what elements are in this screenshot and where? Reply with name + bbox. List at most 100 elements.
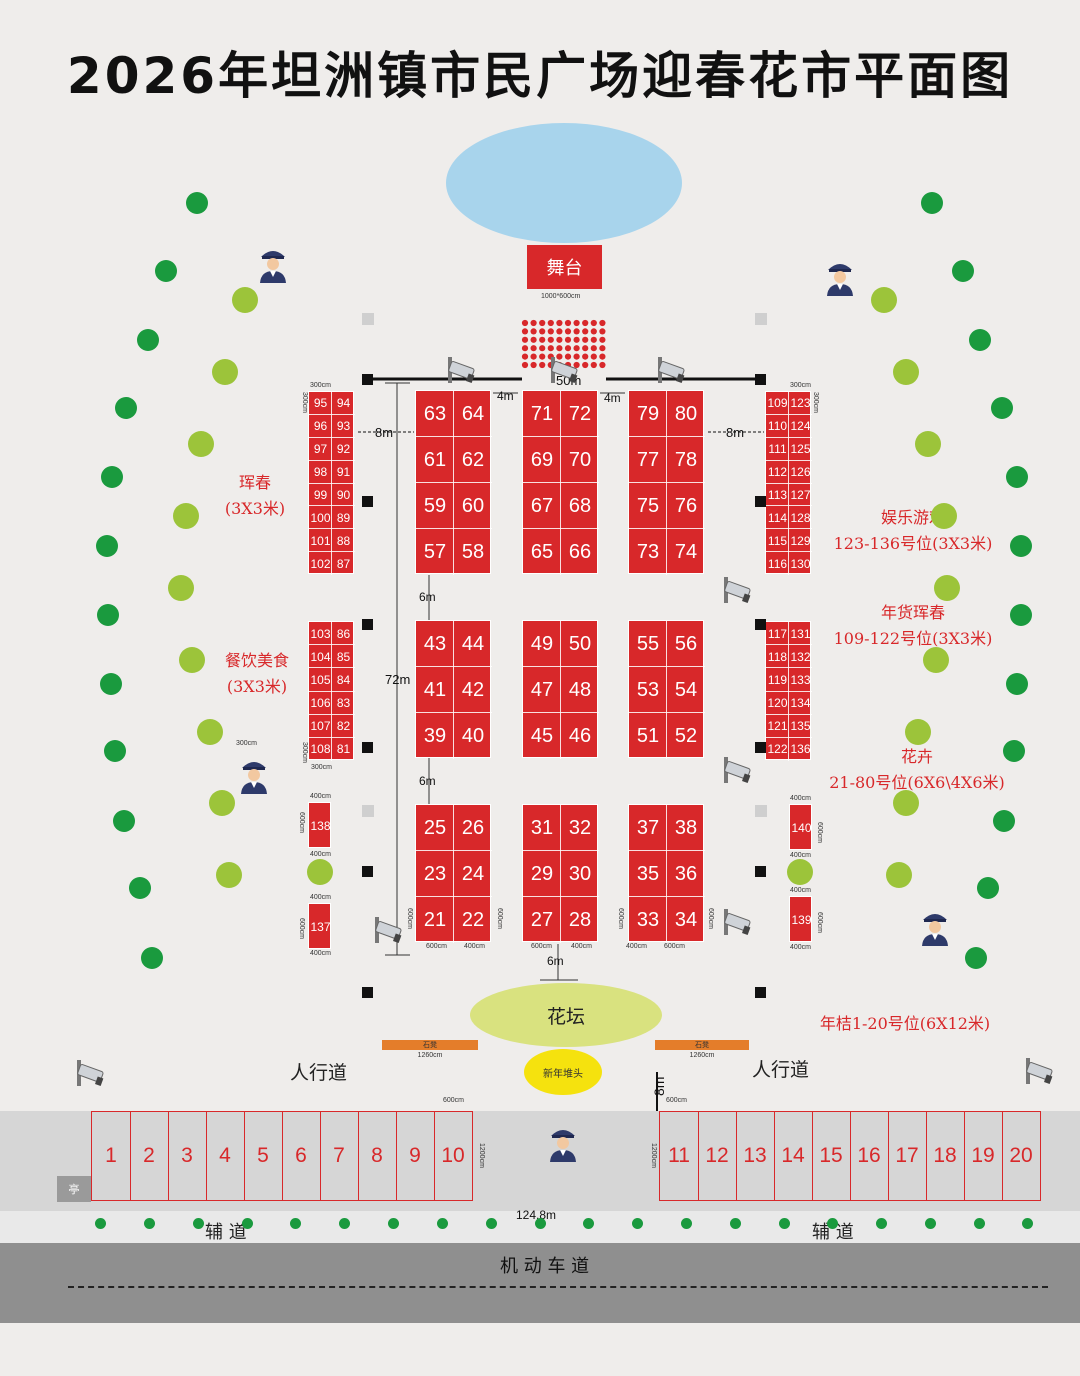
booth-number: 110 [767,419,788,434]
dim-600cm-krow-right: 600cm [666,1097,688,1104]
booth-number: 34 [674,908,698,931]
booth-number: 125 [790,442,811,457]
booth-number: 107 [310,719,331,734]
audience-seat [530,319,537,327]
booth-number: 57 [423,540,447,563]
dim-300cm-bottom-left: 300cm [311,764,333,771]
audience-seat [539,336,546,343]
booth-divider [766,482,812,484]
booth-number: 84 [336,672,351,687]
audience-seat [599,319,606,327]
tree-icon [95,1218,106,1229]
light-post [755,805,767,817]
booth-number: 92 [336,442,351,457]
kumquat-stall: 3 [168,1112,207,1200]
tree-icon [388,1218,399,1229]
bottom-margin [0,1323,1080,1376]
kumquat-stall: 20 [1009,1144,1033,1167]
audience-seat [530,328,537,335]
lane-divider [68,1286,1048,1288]
booth-number: 58 [461,540,485,563]
audience-seat [556,328,563,335]
security-guard-icon [823,256,857,296]
audience-seat [521,336,529,343]
zone-flowers-range: 21-80号位(6X6\4X6米) [829,773,1005,792]
booth-number: 111 [768,442,787,457]
tree-icon [876,1218,887,1229]
audience-seat [521,328,529,335]
booth-divider [309,436,355,438]
vdim-300cm-left-mid: 300cm [301,742,308,764]
dim-6m-c: 6m [547,954,564,968]
kumquat-stall: 7 [320,1112,359,1200]
booth-divider [523,712,599,713]
booth-divider [453,805,454,943]
tree-icon [96,535,118,557]
booth-number: 63 [423,402,447,425]
zone-games-range: 123-136号位(3X3米) [833,534,993,553]
booth-number: 43 [423,632,447,655]
booth-divider [666,621,667,759]
tree-icon [173,503,199,529]
booth-divider [629,436,705,437]
booth-divider [523,482,599,483]
kumquat-stall: 9 [396,1112,435,1200]
audience-seat [590,345,597,352]
audience-seat [599,328,606,335]
dim-400cm-l2: 400cm [310,851,332,858]
booth-number: 32 [568,816,592,839]
small-booth: 138 [308,802,331,848]
new-year-display: 新年堆头 [524,1049,602,1095]
booth-divider [309,644,355,646]
aux-road-left-label: 辅 道 [205,1222,247,1243]
tree-icon [991,397,1013,419]
audience-seat [539,319,546,327]
walkway-right: 人行道 [752,1059,810,1081]
booth-number: 87 [336,556,351,571]
booth-number: 136 [790,742,811,757]
booth-number: 106 [310,696,331,711]
audience-seat [590,353,597,360]
barrier-post [362,374,373,385]
tree-icon [886,862,912,888]
booth-divider [331,392,332,575]
audience-seat [556,319,563,327]
booth-number: 74 [674,540,698,563]
tree-icon [923,647,949,673]
booth-divider [666,391,667,575]
audience-seat [539,353,546,360]
audience-seat [564,319,572,327]
booth-number: 46 [568,724,592,747]
tree-icon [97,604,119,626]
booth-number: 105 [310,672,331,687]
booth-number: 115 [767,533,788,548]
tree-icon [113,810,135,832]
audience-seats [521,319,606,369]
booth-divider [309,413,355,415]
barrier-post [755,987,766,998]
booth-number: 95 [313,396,328,411]
booth-divider [416,436,492,437]
audience-seat [530,353,537,360]
tree-icon [965,947,987,969]
audience-seat [564,345,572,352]
audience-seat [582,319,589,327]
stage-size: 1000*600cm [541,293,581,300]
tree-icon [216,862,242,888]
audience-seat [556,345,563,352]
audience-seat [582,328,589,335]
bench-left [382,1040,478,1050]
cctv-camera-icon [1024,1056,1060,1088]
kumquat-stall: 16 [850,1112,889,1200]
barrier-post [755,866,766,877]
booth-divider [416,528,492,529]
vdim-1200cm-left: 1200cm [478,1143,485,1168]
tree-icon [209,790,235,816]
audience-seat [590,361,597,369]
booth-number: 42 [461,678,485,701]
